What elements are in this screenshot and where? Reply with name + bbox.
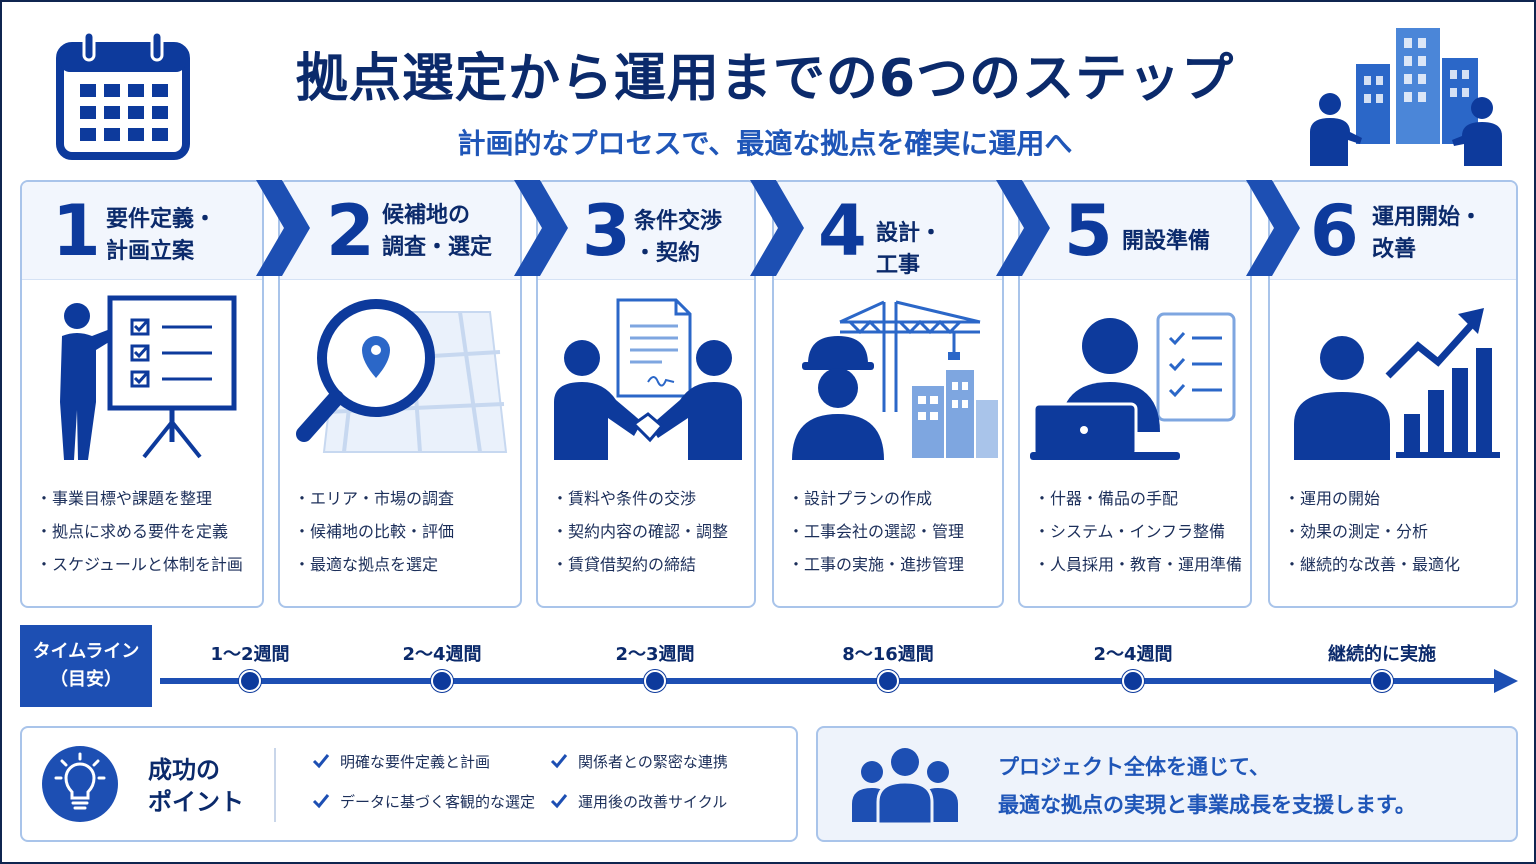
step-header — [22, 182, 262, 280]
timeline-marker — [1371, 670, 1393, 692]
success-point: 明確な要件定義と計画 — [312, 750, 490, 774]
list-item: 賃料や条件の交渉 — [552, 482, 748, 515]
success-point-text: データに基づく客観的な選定 — [340, 793, 536, 811]
list-item: 候補地の比較・評価 — [294, 515, 514, 548]
success-point-text: 関係者との緊密な連携 — [578, 753, 728, 771]
list-item: エリア・市場の調査 — [294, 482, 514, 515]
step-number: 1 — [52, 190, 101, 272]
timeline-duration: 1〜2週間 — [210, 644, 290, 665]
list-item: 最適な拠点を選定 — [294, 548, 514, 581]
chevron-right-icon — [514, 180, 568, 276]
list-item: 什器・備品の手配 — [1034, 482, 1244, 515]
step-header — [1270, 182, 1516, 280]
success-point-text: 運用後の改善サイクル — [578, 793, 728, 811]
check-icon — [550, 794, 568, 809]
arrow-right-icon — [1494, 669, 1518, 693]
presentation-board-icon — [60, 295, 237, 460]
support-message: プロジェクト全体を通じて、 最適な拠点の実現と事業成長を支援します。 — [998, 755, 1416, 817]
timeline-marker — [239, 670, 261, 692]
timeline-duration: 2〜3週間 — [615, 644, 695, 665]
step-card-1: 1 要件定義・ 計画立案 事業目標や課題を整理 拠点に求める要件を定義 スケジュ… — [20, 180, 264, 608]
step-title: 候補地の 調査・選定 — [382, 203, 493, 260]
step-header — [280, 182, 520, 280]
timeline-duration: 継続的に実施 — [1328, 644, 1436, 665]
step-number: 5 — [1064, 190, 1113, 272]
step-header — [1020, 182, 1250, 280]
list-item: 契約内容の確認・調整 — [552, 515, 748, 548]
timeline-marker — [1122, 670, 1144, 692]
page-title: 拠点選定から運用までの6つのステップ — [295, 49, 1235, 109]
city-buildings-people-icon — [1310, 28, 1502, 166]
success-point: 運用後の改善サイクル — [550, 790, 727, 814]
chevron-right-icon — [256, 180, 310, 276]
step-card-5: 5 開設準備 什器・備品の手配 システム・インフラ整備 人員採用・教育・運用準備 — [1018, 180, 1252, 608]
success-points-panel: 成功の ポイント 明確な要件定義と計画 関係者との緊密な連携 データに基づく客観… — [20, 726, 798, 842]
list-item: 設計プランの作成 — [788, 482, 996, 515]
list-item: システム・インフラ整備 — [1034, 515, 1244, 548]
laptop-checklist-icon — [1030, 312, 1236, 460]
calendar-icon — [56, 30, 190, 160]
check-icon — [550, 754, 568, 769]
step-title: 要件定義・ 計画立案 — [106, 207, 217, 264]
list-item: 継続的な改善・最適化 — [1284, 548, 1510, 581]
timeline-duration: 2〜4週間 — [1093, 644, 1173, 665]
step-card-3: 3 条件交渉 ・契約 賃料や条件の交渉 契約内容の確認・調整 賃貸借契約の締結 — [536, 180, 756, 608]
magnifier-map-icon — [296, 299, 508, 453]
handshake-contract-icon — [554, 298, 742, 460]
support-message-panel: プロジェクト全体を通じて、 最適な拠点の実現と事業成長を支援します。 — [816, 726, 1518, 842]
list-item: 効果の測定・分析 — [1284, 515, 1510, 548]
success-point: 関係者との緊密な連携 — [550, 750, 728, 774]
step-task-list: 賃料や条件の交渉 契約内容の確認・調整 賃貸借契約の締結 — [552, 482, 748, 581]
step-card-2: 2 候補地の 調査・選定 エリア・市場の調査 候補地の比較・評価 最適な拠点を選… — [278, 180, 522, 608]
list-item: 運用の開始 — [1284, 482, 1510, 515]
list-item: 事業目標や課題を整理 — [36, 482, 256, 515]
timeline-marker — [877, 670, 899, 692]
growth-chart-icon — [1294, 308, 1500, 460]
step-header — [774, 182, 1002, 280]
timeline-marker — [431, 670, 453, 692]
list-item: 工事会社の選認・管理 — [788, 515, 996, 548]
timeline-label: タイムライン （目安） — [20, 625, 152, 707]
check-icon — [312, 794, 330, 809]
list-item: 賃貸借契約の締結 — [552, 548, 748, 581]
list-item: 拠点に求める要件を定義 — [36, 515, 256, 548]
check-icon — [312, 754, 330, 769]
step-task-list: 什器・備品の手配 システム・インフラ整備 人員採用・教育・運用準備 — [1034, 482, 1244, 581]
group-people-icon — [852, 748, 958, 826]
step-card-4: 4 設計・ 工事 設計プランの作成 工事会社の選認・管理 工事の実施・進捗管理 — [772, 180, 1004, 608]
step-title: 設計・ 工事 — [876, 221, 943, 278]
step-title: 条件交渉 ・契約 — [634, 209, 723, 266]
chevron-right-icon — [750, 180, 804, 276]
step-number: 3 — [582, 190, 631, 272]
step-task-list: エリア・市場の調査 候補地の比較・評価 最適な拠点を選定 — [294, 482, 514, 581]
success-point: データに基づく客観的な選定 — [312, 790, 535, 814]
list-item: 人員採用・教育・運用準備 — [1034, 548, 1244, 581]
list-item: 工事の実施・進捗管理 — [788, 548, 996, 581]
step-task-list: 運用の開始 効果の測定・分析 継続的な改善・最適化 — [1284, 482, 1510, 581]
step-title: 運用開始・ 改善 — [1372, 205, 1483, 262]
step-number: 2 — [326, 190, 375, 272]
page-subtitle: 計画的なプロセスで、最適な拠点を確実に運用へ — [457, 127, 1073, 160]
divider — [274, 748, 276, 822]
timeline-marker — [644, 670, 666, 692]
step-number: 6 — [1310, 190, 1359, 272]
step-number: 4 — [818, 190, 867, 272]
step-title: 開設準備 — [1122, 229, 1211, 254]
construction-worker-crane-icon — [792, 300, 998, 460]
timeline-duration: 8〜16週間 — [842, 644, 934, 665]
list-item: スケジュールと体制を計画 — [36, 548, 256, 581]
chevron-right-icon — [1246, 180, 1300, 276]
step-task-list: 事業目標や課題を整理 拠点に求める要件を定義 スケジュールと体制を計画 — [36, 482, 256, 581]
success-point-text: 明確な要件定義と計画 — [340, 753, 491, 771]
timeline-duration: 2〜4週間 — [402, 644, 482, 665]
chevron-right-icon — [996, 180, 1050, 276]
timeline-line — [160, 678, 1500, 684]
step-card-6: 6 運用開始・ 改善 運用の開始 効果の測定・分析 継続的な改善・最適化 — [1268, 180, 1518, 608]
step-header — [538, 182, 754, 280]
lightbulb-icon — [42, 746, 118, 822]
step-task-list: 設計プランの作成 工事会社の選認・管理 工事の実施・進捗管理 — [788, 482, 996, 581]
success-points-title: 成功の ポイント — [148, 756, 244, 816]
